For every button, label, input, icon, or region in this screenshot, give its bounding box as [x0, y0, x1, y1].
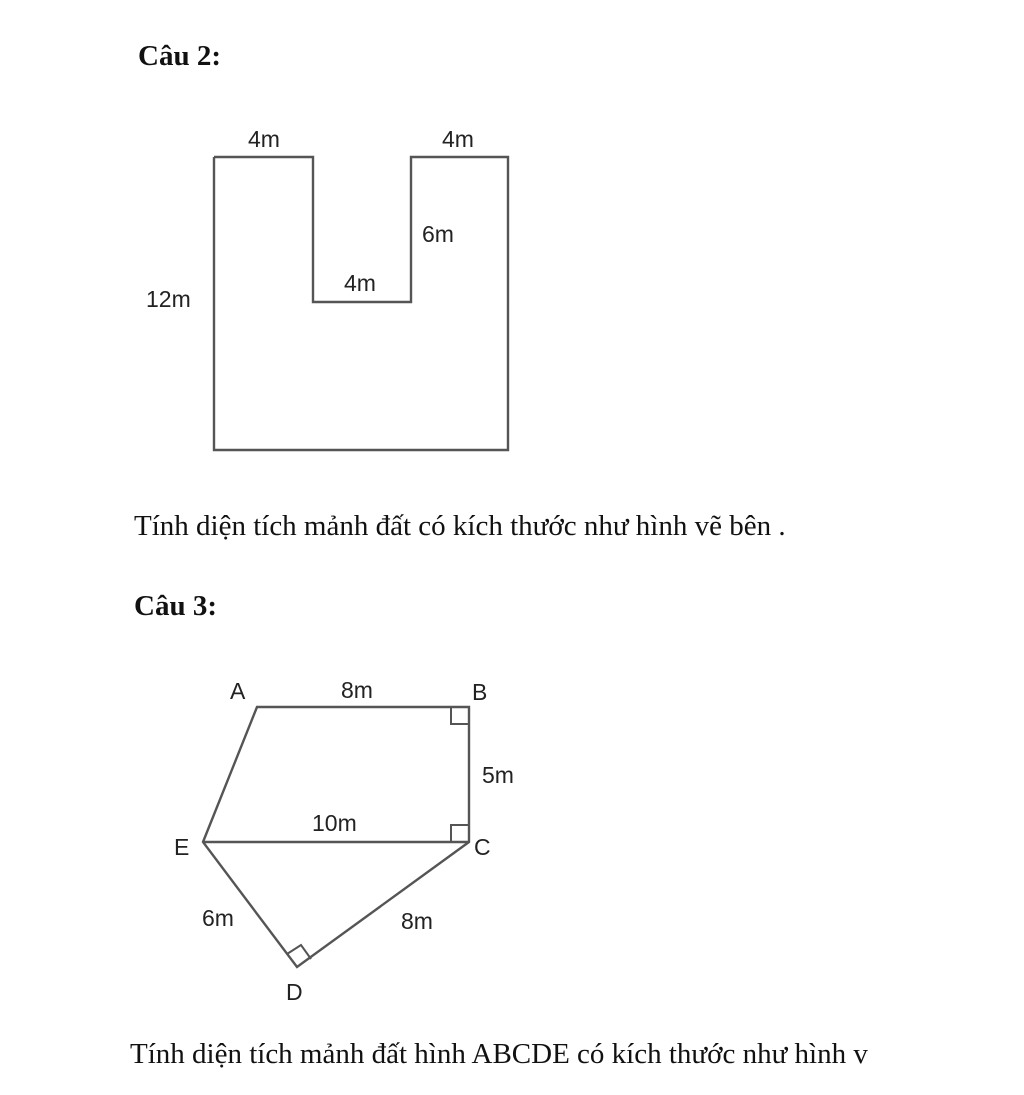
label-ec: 10m	[312, 810, 357, 836]
label-ed: 6m	[202, 905, 234, 931]
label-bc: 5m	[482, 762, 514, 788]
right-angle-mark-c	[450, 824, 469, 842]
label-top-right: 4m	[442, 126, 474, 152]
label-left-side: 12m	[146, 286, 191, 312]
question-2-prompt: Tính diện tích mảnh đất có kích thước nh…	[134, 510, 786, 542]
vertex-c: C	[474, 834, 491, 860]
pentagon-outline	[201, 705, 471, 969]
label-notch-bottom: 4m	[344, 270, 376, 296]
vertex-b: B	[472, 679, 487, 705]
vertex-a: A	[230, 678, 246, 704]
vertex-d: D	[286, 979, 303, 1005]
question-3-heading: Câu 3:	[134, 590, 217, 622]
pentagon-abcde-figure: A B C D E 8m 5m 10m 6m 8m	[130, 660, 550, 1010]
right-angle-mark-b	[450, 707, 469, 725]
question-2-heading: Câu 2:	[138, 40, 221, 72]
label-dc: 8m	[401, 908, 433, 934]
label-ab: 8m	[341, 677, 373, 703]
question-3-prompt: Tính diện tích mảnh đất hình ABCDE có kí…	[130, 1038, 868, 1070]
label-notch-side: 6m	[422, 221, 454, 247]
u-shape-land-figure: 4m 4m 6m 4m 12m	[130, 115, 550, 465]
right-angle-mark-d	[286, 943, 312, 960]
vertex-e: E	[174, 834, 189, 860]
label-top-left: 4m	[248, 126, 280, 152]
u-shape-outline	[212, 155, 510, 452]
